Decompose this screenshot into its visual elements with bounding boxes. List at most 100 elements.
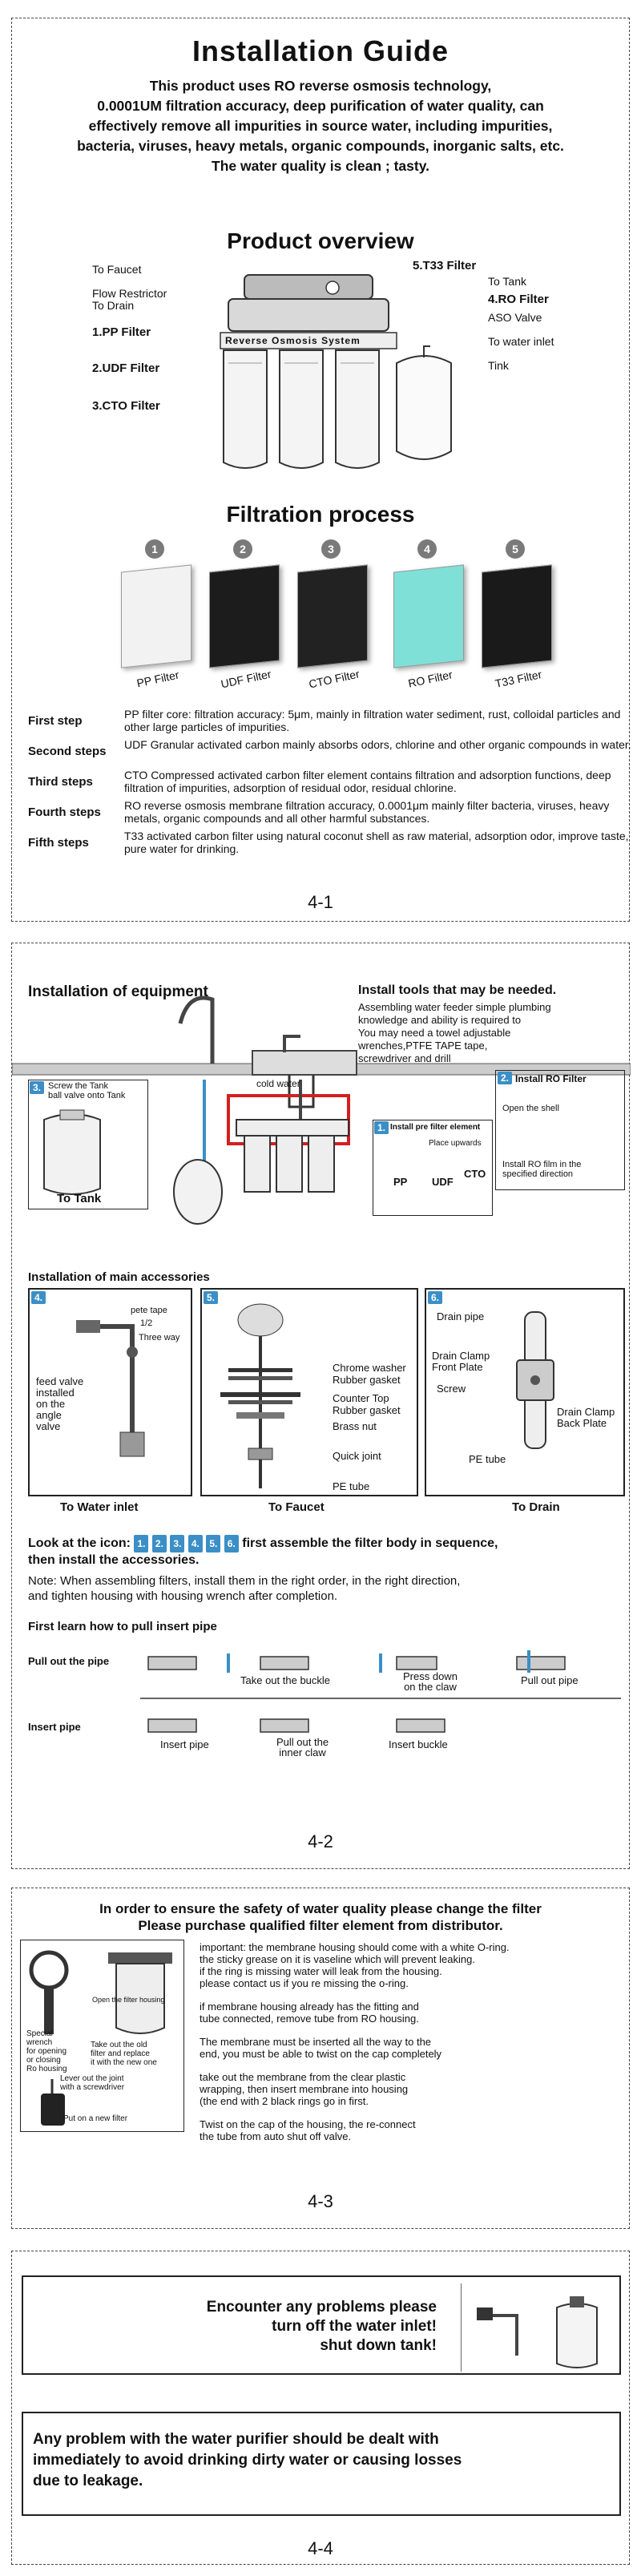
look-suffix: first assemble the filter body in sequen…: [242, 1536, 498, 1550]
acc4-num: 4.: [31, 1291, 46, 1304]
press-line: Press down: [403, 1670, 458, 1682]
label-pp-filter: 1.PP Filter: [92, 325, 151, 339]
valve-icon: [76, 1320, 145, 1457]
filter-card: [393, 564, 464, 668]
step-tag: 4.: [31, 1291, 46, 1304]
step3-line: Screw the Tank: [48, 1081, 109, 1091]
feed-valve-line: installed: [36, 1387, 75, 1399]
pull-out-pipe-2: Pull out pipe: [521, 1674, 579, 1686]
lever-line: Lever out the joint: [60, 2074, 124, 2083]
tools-line: You may need a towel adjustable: [358, 1027, 511, 1039]
step-desc: T33 activated carbon filter using natura…: [124, 830, 629, 855]
counter-top: Counter Top: [333, 1392, 389, 1404]
drain-clamp-front: Drain Clamp Front Plate: [432, 1351, 490, 1373]
step-desc: UDF Granular activated carbon mainly abs…: [124, 738, 631, 751]
step3-box: [28, 1080, 148, 1209]
bottom-notice-box: [22, 2412, 621, 2516]
filter-card: [121, 564, 191, 668]
step-desc: CTO Compressed activated carbon filter e…: [124, 769, 611, 794]
clamp-line: Front Plate: [432, 1361, 483, 1373]
intro-line: This product uses RO reverse osmosis tec…: [149, 78, 492, 94]
look-prefix: Look at the icon:: [28, 1536, 131, 1550]
step2-num: 2.: [498, 1072, 513, 1084]
chrome-washer: Chrome washer: [333, 1362, 406, 1374]
old-line: filter and replace: [91, 2049, 150, 2058]
old-line: it with the new one: [91, 2058, 157, 2067]
label-udf-filter: 2.UDF Filter: [92, 361, 160, 375]
filter-name: UDF Filter: [220, 667, 272, 691]
filter-card: [209, 564, 280, 668]
warning-line: turn off the water inlet!: [272, 2318, 437, 2335]
intro-line: effectively remove all impurities in sou…: [88, 118, 553, 134]
filter-name: T33 Filter: [494, 668, 543, 690]
wrench-line: wrench: [26, 2038, 53, 2047]
p3-instructions: important: the membrane housing should c…: [200, 1941, 616, 2142]
screwdriver-icon: [41, 2079, 65, 2126]
intro-line: bacteria, viruses, heavy metals, organic…: [77, 138, 564, 154]
note-line: and tighten housing with housing wrench …: [28, 1589, 338, 1603]
housing-text: Reverse Osmosis System: [225, 335, 361, 346]
para-line: please contact us if you re missing the …: [200, 1977, 409, 1989]
lever-line: with a screwdriver: [60, 2083, 125, 2092]
look-line: Look at the icon: 1. 2. 3. 4. 5. 6. firs…: [28, 1535, 498, 1552]
step1-num: 1.: [374, 1121, 389, 1134]
wrench-line: or closing: [26, 2056, 61, 2065]
notice-line: due to leakage.: [33, 2473, 143, 2489]
udf-label: UDF: [432, 1176, 454, 1188]
page-4-2: Installation of equipment Install tools …: [11, 943, 631, 1869]
rubber-gasket-2: Rubber gasket: [333, 1404, 401, 1416]
page-number: 4-3: [308, 2191, 333, 2211]
ro-film-line: specified direction: [502, 1169, 574, 1179]
step2-box: [495, 1070, 625, 1190]
open-shell: Open the shell: [502, 1104, 559, 1113]
label-to-faucet: To Faucet: [92, 263, 142, 276]
quick-joint: Quick joint: [333, 1450, 381, 1462]
insert-buckle: Insert buckle: [389, 1738, 448, 1750]
drain-pipe: Drain pipe: [437, 1310, 485, 1322]
step3-text: Screw the Tank ball valve onto Tank: [48, 1081, 125, 1100]
inner-line: Pull out the: [276, 1736, 329, 1748]
under-sink-illustration: [12, 995, 631, 1225]
label-to-drain: To Drain: [92, 299, 135, 312]
filter-number-badge: 1: [145, 539, 164, 559]
page-title: Installation Guide: [191, 34, 450, 67]
screw-label: Screw: [437, 1383, 466, 1395]
pull-out-inner: Pull out the inner claw: [276, 1737, 329, 1758]
acc6-box: [425, 1288, 625, 1496]
para-line: tube connected, remove tube from RO hous…: [200, 2013, 419, 2025]
page-number: 4-1: [308, 892, 333, 912]
inner-line: inner claw: [279, 1746, 326, 1758]
acc6-num: 6.: [428, 1291, 443, 1304]
tools-line: knowledge and ability is required to: [358, 1014, 522, 1026]
warning-text: Encounter any problems please turn off t…: [116, 2298, 437, 2356]
press-line: on the claw: [404, 1681, 457, 1693]
warning-line: Encounter any problems please: [206, 2299, 437, 2316]
icon-tag: 4.: [187, 1535, 203, 1552]
main-accessories-title: Installation of main accessories: [28, 1270, 210, 1284]
overview-title: Product overview: [227, 228, 414, 253]
ro-film-line: Install RO film in the: [502, 1160, 582, 1169]
insert-pipe: Insert pipe: [28, 1721, 81, 1733]
para-line: important: the membrane housing should c…: [200, 1941, 510, 1953]
drain-clamp-back: Drain Clamp Back Plate: [557, 1407, 615, 1429]
step-desc: RO reverse osmosis membrane filtration a…: [124, 799, 610, 825]
step-tag: 5.: [204, 1291, 219, 1304]
step-tag: 2.: [498, 1072, 513, 1084]
step3-num: 3.: [30, 1081, 45, 1094]
filter-name: CTO Filter: [307, 667, 361, 691]
p3-title-1: In order to ensure the safety of water q…: [99, 1901, 542, 1916]
label-flow-restrictor: Flow Restrictor: [92, 287, 167, 300]
feed-valve-text: feed valve installed on the angle valve: [36, 1376, 83, 1432]
clamp-line: Drain Clamp: [557, 1406, 615, 1418]
step-key: Fifth steps: [28, 836, 89, 850]
warning-box: [22, 2275, 621, 2375]
wrench-line: for opening: [26, 2047, 67, 2056]
step-tag: 3.: [30, 1081, 45, 1094]
drain-clamp-icon: [516, 1311, 554, 1449]
put-on-new: Put on a new filter: [63, 2114, 128, 2123]
half-inch: 1/2: [140, 1318, 153, 1328]
press-down: Press down on the claw: [403, 1671, 458, 1692]
page-4-1: Installation Guide This product uses RO …: [11, 18, 631, 922]
